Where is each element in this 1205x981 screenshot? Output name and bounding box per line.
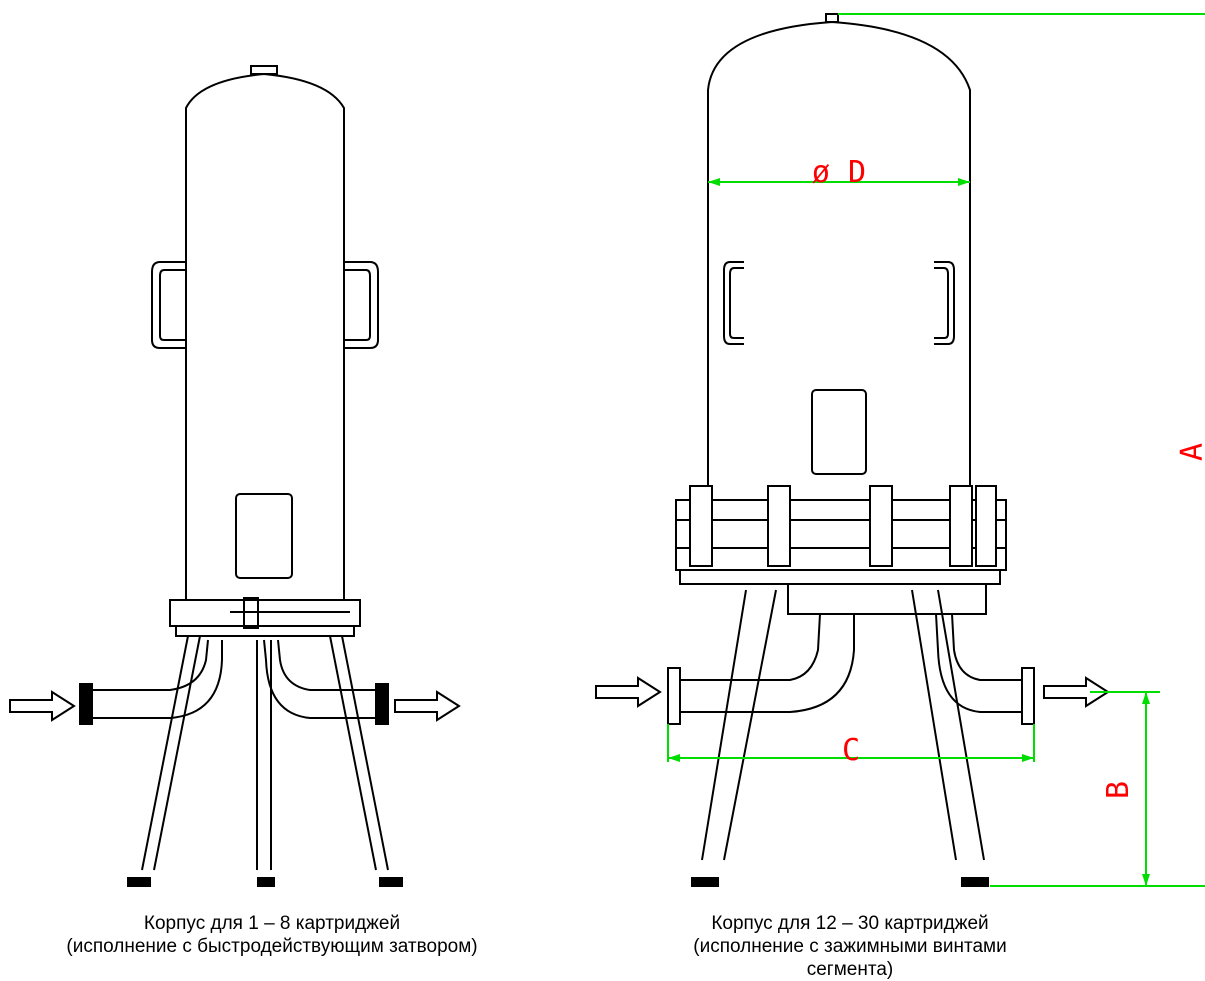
left-caption-line1: Корпус для 1 – 8 картриджей [143,913,401,934]
right-caption: Корпус для 12 – 30 картриджей (исполнени… [650,912,1050,981]
left-nameplate [235,493,293,579]
left-leg-1 [141,635,201,871]
right-handle-r [934,261,955,345]
left-leg-2 [256,640,272,870]
left-inlet-arrow-icon [9,690,76,722]
right-inlet-flange [667,667,681,725]
left-caption-line2: (исполнение с быстродействующим затвором… [66,936,478,957]
dim-diameter-label: ø D [812,155,866,190]
right-handle-l [723,261,744,345]
right-outlet-arrow-icon [1043,676,1110,708]
dim-total-height-label: A [1175,443,1205,461]
right-vessel-body [707,20,971,490]
right-inlet-arrow-icon [595,676,662,708]
left-inlet-flange [79,683,93,725]
right-housing [667,13,1035,887]
left-handle-r [344,261,379,349]
left-caption: Корпус для 1 – 8 картриджей (исполнение … [62,912,482,958]
right-outlet-flange [1021,667,1035,725]
dim-width-label: C [842,733,860,768]
right-leg-1 [701,589,777,861]
left-outlet-flange [375,683,389,725]
left-vessel-body [185,72,345,600]
left-housing [79,65,403,887]
right-caption-line1: Корпус для 12 – 30 картриджей [711,913,989,934]
right-nameplate [811,389,867,475]
right-top-nozzle [825,13,839,23]
dimension-arrowheads [668,178,1150,886]
right-caption-line2: (исполнение с зажимными винтами сегмента… [693,936,1007,980]
right-leg-2 [911,589,985,861]
left-top-nozzle [250,65,278,75]
dimension-lines [667,13,1205,887]
left-handle-l [151,261,186,349]
left-leg-3 [329,635,389,871]
dim-height-label: B [1101,781,1136,799]
left-outlet-arrow-icon [394,690,461,722]
